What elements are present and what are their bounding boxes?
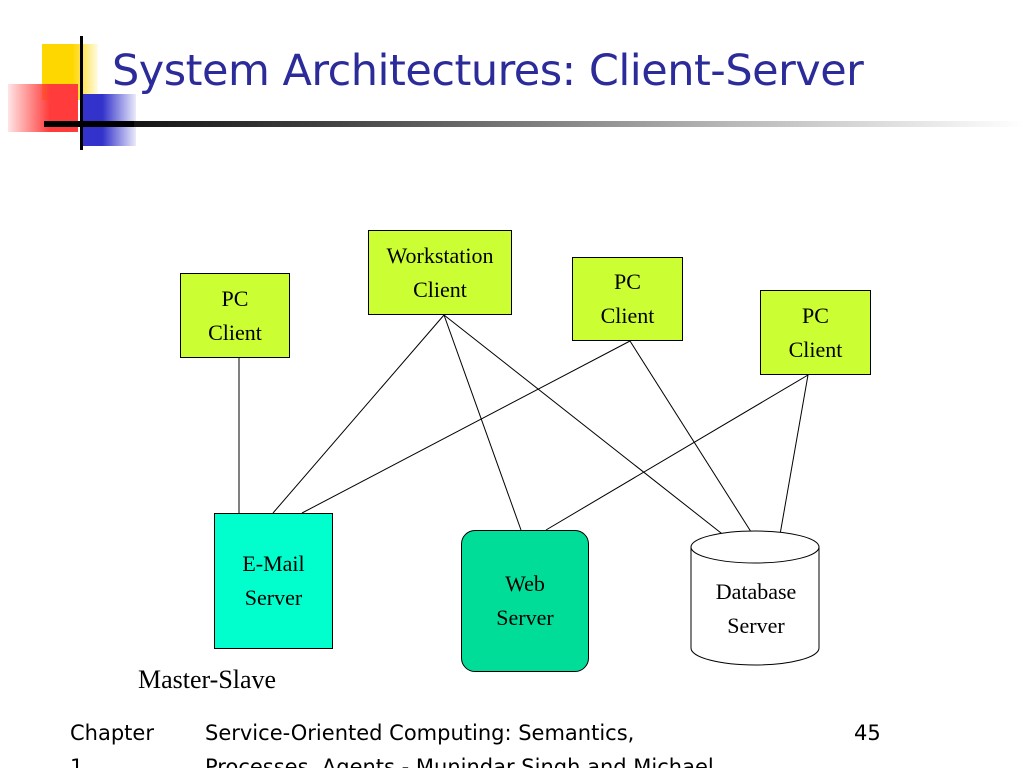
node-label-line: PC [221, 285, 249, 311]
web-server-node: Web Server [461, 530, 589, 672]
decor-blue-square [80, 94, 136, 146]
email-server-node: E-Mail Server [214, 513, 333, 649]
pc-client-node-2: PC Client [572, 257, 683, 341]
edge-pc2-email [301, 340, 631, 514]
node-label-line: PC [614, 269, 641, 294]
slide-title: System Architectures: Client-Server [112, 46, 864, 96]
footer-page-number: 45 [854, 721, 881, 745]
node-label-line: Server [244, 585, 303, 610]
pc-client-node-1: PC Client [180, 273, 290, 358]
node-label-line: Client [413, 276, 467, 302]
node-label-line: Client [208, 319, 262, 345]
pc-client-node-3: PC Client [760, 290, 871, 375]
edge-pc3-web [545, 374, 809, 531]
node-label-line: Server [496, 605, 554, 630]
database-server-node: Database Server [692, 575, 820, 643]
title-underline [44, 121, 1024, 127]
node-label-line: PC [802, 302, 829, 328]
edge-workstation-email [272, 314, 445, 514]
workstation-client-node: Workstation Client [368, 230, 512, 315]
database-cylinder-icon [690, 530, 820, 666]
node-label-line: Workstation [386, 242, 494, 268]
edge-pc3-db [777, 374, 809, 547]
edge-workstation-web [443, 314, 522, 531]
edge-pc2-db [629, 340, 761, 547]
node-label-line: Client [788, 336, 843, 362]
node-label-line: Database [715, 579, 797, 604]
footer-line: Processes, Agents - Munindar Singh and M… [205, 755, 714, 768]
node-label-line: E-Mail [242, 551, 305, 576]
edge-workstation-db [443, 314, 736, 545]
footer-book-title: Service-Oriented Computing: Semantics, P… [205, 716, 825, 768]
footer-line: Service-Oriented Computing: Semantics, [205, 721, 635, 745]
decor-vertical-line [80, 36, 83, 150]
footer-line: Chapter [70, 721, 154, 745]
node-label-line: Server [727, 613, 785, 638]
diagram-caption: Master-Slave [138, 665, 277, 694]
footer-line: 1 [70, 755, 84, 768]
node-label-line: Client [600, 303, 655, 328]
footer-chapter: Chapter 1 [70, 716, 180, 768]
node-label-line: Web [505, 571, 545, 596]
decor-horizontal-line [44, 121, 134, 127]
